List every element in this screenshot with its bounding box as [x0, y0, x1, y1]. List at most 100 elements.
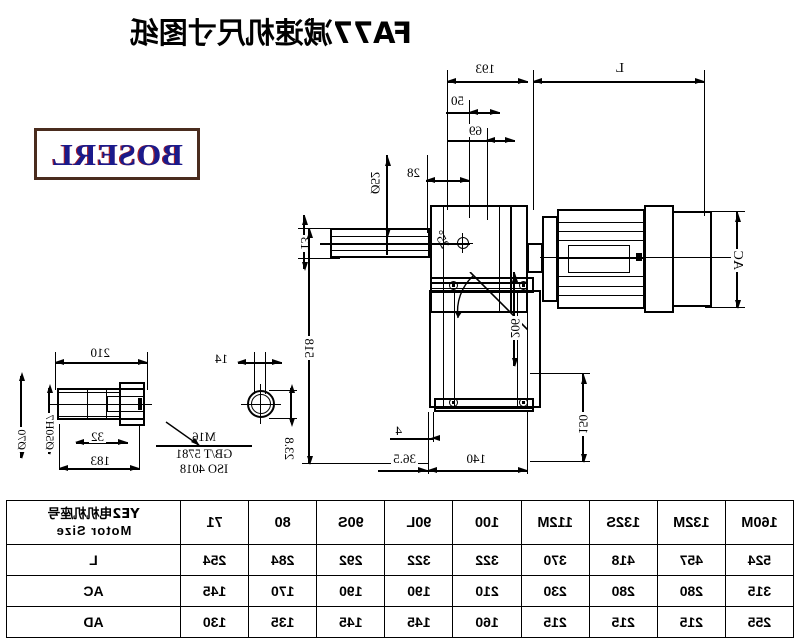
dim-32: 32	[89, 429, 106, 444]
table-cell: 210	[452, 575, 522, 607]
ext-line-150-bot	[530, 461, 590, 462]
table-row-label: L	[6, 544, 181, 576]
dim-AC: AC	[730, 248, 745, 272]
table-cell: 254	[180, 544, 249, 576]
table-cell: 457	[657, 544, 726, 576]
shaft-hatch	[57, 392, 119, 393]
dim-arrow-23-8-down	[289, 418, 295, 427]
dim-L: L	[613, 61, 626, 76]
dim-arrow-69-right	[486, 136, 495, 143]
dim-arrow-28-left	[460, 176, 469, 183]
dim-line-193	[447, 81, 528, 83]
table-cell: 190	[384, 575, 453, 607]
ext-line-150-top	[530, 373, 590, 374]
gearbox-lower-wall	[517, 290, 518, 408]
ext-line-23-8-bot	[269, 418, 297, 419]
dim-line-183	[60, 468, 140, 470]
dim-dia70: Ø70	[15, 427, 29, 452]
dim-28: 28	[405, 165, 422, 180]
table-col-header: 112M	[521, 500, 590, 545]
table-col-header: 132M	[657, 500, 726, 545]
dim-line-23-8	[290, 388, 292, 422]
dim-arrow-dia70-up	[19, 372, 25, 381]
dim-arrow-L-left	[695, 77, 704, 84]
ext-line-183-left	[139, 424, 140, 470]
ext-line-AC-bot	[705, 307, 745, 308]
dim-arrow-23-8-up	[289, 384, 295, 393]
bolt-crosshair-v	[260, 384, 261, 424]
brand-logo-text: BOSERL	[51, 136, 183, 172]
motor-fin-line	[557, 231, 645, 232]
motor-centerline	[540, 257, 740, 258]
table-col-header: 71	[180, 500, 249, 545]
motor-fin-line	[557, 295, 645, 296]
dim-arrow-193-right	[447, 77, 456, 84]
motor-fin-line	[557, 276, 645, 277]
ext-line-13-bot	[298, 258, 340, 259]
dim-arrow-69-left	[505, 136, 514, 143]
mounting-bolt-center	[452, 401, 455, 404]
dim-arrow-183-right	[59, 464, 68, 471]
ext-line-L-left-v	[704, 70, 705, 216]
bolt-crosshair-h	[241, 404, 281, 405]
dim-dia52: Ø52	[368, 169, 383, 196]
shaft-hatch	[57, 416, 119, 417]
table-cell: 280	[657, 575, 726, 607]
table-header-label-cn: YE2电机机座号	[47, 506, 140, 522]
motor-coupling-shaft	[527, 243, 543, 273]
table-col-header: 90L	[384, 500, 453, 545]
mounting-bolt-center	[452, 284, 455, 287]
gearbox-lower-wall	[527, 290, 528, 408]
table-cell: 145	[180, 575, 249, 607]
shaft-step-line	[87, 388, 88, 420]
table-col-header: 132S	[589, 500, 658, 545]
dim-arrow-206-down	[512, 358, 518, 367]
mounting-bolt-center	[522, 284, 525, 287]
ext-line-210-left	[147, 352, 148, 390]
dim-line-4	[390, 438, 434, 440]
ext-line-L-right-v	[533, 70, 534, 210]
motor-fin-line	[557, 286, 645, 287]
dim-arrow-L-right	[533, 77, 542, 84]
table-col-header: 160M	[725, 500, 794, 545]
ext-line-4	[433, 412, 434, 442]
table-header-motor-size: YE2电机机座号 Motor Size	[6, 500, 181, 545]
motor-rotor-outline	[568, 245, 630, 273]
dim-206: 206	[508, 316, 523, 340]
gearbox-lower-wall	[454, 290, 455, 408]
mounting-bolt-center	[522, 401, 525, 404]
table-cell: 370	[521, 544, 590, 576]
dim-arrow-13-up	[302, 216, 308, 225]
dim-150: 150	[576, 412, 591, 436]
ext-line-AC-top	[705, 211, 745, 212]
dim-518: 518	[302, 336, 317, 360]
dim-line-140	[428, 470, 528, 472]
dim-arrow-150-up	[581, 375, 587, 384]
table-col-header: 90S	[316, 500, 385, 545]
table-cell: 170	[248, 575, 317, 607]
bolt-note-leader	[154, 420, 200, 446]
output-shaft-line	[330, 236, 430, 237]
bolt-standard-gb: GB/T 5781	[175, 447, 233, 461]
table-cell: 322	[384, 544, 453, 576]
dim-arrow-50-left	[490, 108, 499, 115]
dim-line-210	[55, 362, 148, 364]
dim-140: 140	[464, 451, 488, 466]
dim-arrow-36-5-left	[418, 466, 427, 473]
motor-fin-line	[557, 222, 645, 223]
table-header-label-en: Motor Size	[55, 522, 132, 538]
gearbox-lower-wall	[443, 290, 444, 408]
shaft-centerline	[48, 404, 152, 405]
table-cell: 230	[521, 575, 590, 607]
table-row-label: AC	[6, 575, 181, 607]
dim-arrow-206-up	[512, 273, 518, 282]
output-shaft-line	[330, 250, 430, 251]
motor-flange	[542, 216, 558, 302]
table-col-header: 100	[452, 500, 522, 545]
bolt-spec-m16: M16	[192, 430, 216, 444]
table-cell: 315	[725, 575, 794, 607]
motor-fin-line	[557, 240, 645, 241]
dim-arrow-dia50h7-up	[47, 384, 53, 393]
table-cell: 190	[316, 575, 385, 607]
